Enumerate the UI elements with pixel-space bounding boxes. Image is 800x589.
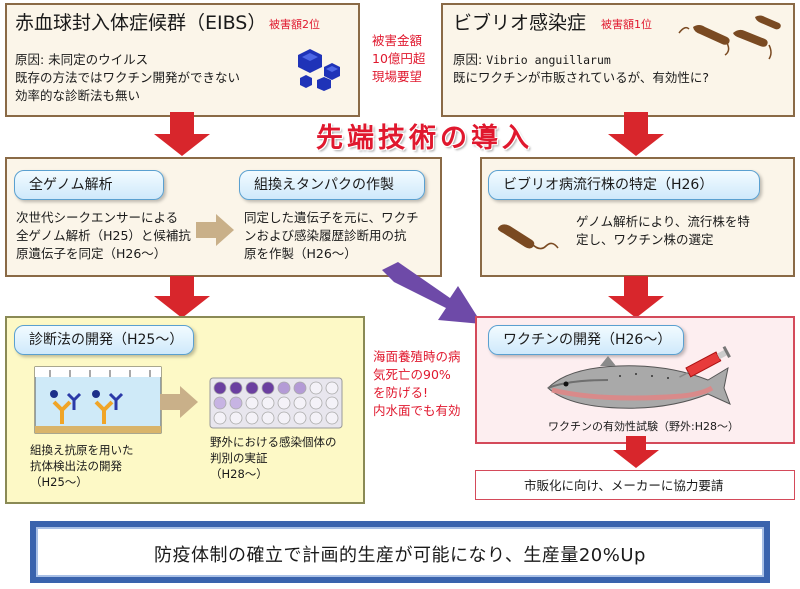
plate-well bbox=[277, 381, 291, 395]
tab-diag: 診断法の開発（H25～） bbox=[14, 325, 194, 355]
eibs-line-2: 既存の方法ではワクチン開発ができない bbox=[15, 70, 241, 85]
market-box: 市販化に向け、メーカーに協力要請 bbox=[475, 470, 795, 500]
genome-line-1: 次世代シークエンサーによる bbox=[16, 210, 179, 225]
bacteria-icon bbox=[678, 15, 781, 60]
effect-note-3: を防げる! bbox=[373, 385, 429, 400]
plate-well bbox=[229, 381, 243, 395]
genome-line-3: 原遺伝子を同定（H26～） bbox=[16, 246, 167, 261]
damage-note-2: 10億円超 bbox=[372, 51, 426, 66]
syringe-icon bbox=[679, 345, 731, 378]
plate-well bbox=[325, 396, 339, 410]
strain-line-2: 定し、ワクチン株の選定 bbox=[576, 232, 714, 247]
vibrio-cause: 原因: Vibrio anguillarum bbox=[453, 51, 611, 69]
arrow-down-left-1 bbox=[154, 112, 210, 156]
elisa-well-illustration bbox=[34, 366, 162, 434]
tech-banner: 先端技術の導入 bbox=[316, 123, 533, 154]
vibrio-line-2: 既にワクチンが市販されているが、有効性に? bbox=[453, 70, 710, 85]
plate-well bbox=[229, 396, 243, 410]
vibrio-box: ビブリオ感染症 被害額1位 原因: Vibrio anguillarum 既にワ… bbox=[441, 3, 795, 117]
plate-well bbox=[213, 411, 227, 425]
plate-well bbox=[309, 396, 323, 410]
effect-note-1: 海面養殖時の病 bbox=[373, 349, 461, 364]
vibrio-title: ビブリオ感染症 bbox=[453, 12, 587, 34]
plate-well bbox=[213, 396, 227, 410]
diag-left-line-2: 抗体検出法の開発 bbox=[30, 459, 122, 473]
plate-well bbox=[293, 396, 307, 410]
summary-text: 防疫体制の確立で計画的生産が可能になり、生産量20%Up bbox=[154, 545, 646, 566]
plate-well bbox=[277, 411, 291, 425]
arrow-right-tan-1 bbox=[196, 214, 234, 246]
diag-left-line-3: （H25～） bbox=[30, 475, 88, 489]
plate-well bbox=[261, 381, 275, 395]
vibrio-rank: 被害額1位 bbox=[601, 18, 652, 31]
diag-right-line-2: 判別の実証 bbox=[210, 451, 268, 465]
plate-well bbox=[213, 381, 227, 395]
plate-well bbox=[245, 396, 259, 410]
plate-well bbox=[245, 381, 259, 395]
eibs-title: 赤血球封入体症候群（EIBS） bbox=[15, 12, 267, 34]
effect-note-4: 内水面でも有効 bbox=[373, 403, 461, 418]
plate-well bbox=[229, 411, 243, 425]
diag-right-line-1: 野外における感染個体の bbox=[210, 435, 337, 449]
vibrio-cause-label: 原因: bbox=[453, 52, 487, 67]
vibrio-cause-name: Vibrio anguillarum bbox=[486, 53, 611, 67]
damage-note-3: 現場要望 bbox=[372, 69, 423, 84]
effect-note-2: 気死亡の90% bbox=[373, 367, 451, 382]
plate-well bbox=[309, 411, 323, 425]
recomb-line-2: ンおよび感染履歴診断用の抗 bbox=[244, 228, 407, 243]
plate-well bbox=[277, 396, 291, 410]
diag-right-line-3: （H28～） bbox=[210, 467, 268, 481]
eibs-line-1: 原因: 未同定のウイルス bbox=[15, 52, 149, 67]
eibs-rank: 被害額2位 bbox=[269, 18, 320, 31]
market-text: 市販化に向け、メーカーに協力要請 bbox=[524, 478, 724, 493]
recomb-line-3: 原を作製（H26～） bbox=[244, 246, 357, 261]
plate-well bbox=[293, 411, 307, 425]
salmon-fish-icon bbox=[547, 356, 731, 409]
genome-line-2: 全ゲノム解析（H25）と候補抗 bbox=[16, 228, 191, 243]
diag-left-line-1: 組換え抗原を用いた bbox=[30, 443, 134, 457]
arrow-down-right-1 bbox=[608, 112, 664, 156]
plate-well bbox=[245, 411, 259, 425]
tab-genome: 全ゲノム解析 bbox=[14, 170, 164, 200]
plate-well bbox=[261, 411, 275, 425]
eibs-box: 赤血球封入体症候群（EIBS） 被害額2位 原因: 未同定のウイルス 既存の方法… bbox=[5, 3, 360, 117]
summary-banner: 防疫体制の確立で計画的生産が可能になり、生産量20%Up bbox=[30, 521, 770, 583]
arrow-right-tan-2 bbox=[160, 386, 198, 418]
tab-strain: ビブリオ病流行株の特定（H26） bbox=[488, 170, 760, 200]
damage-note-1: 被害金額 bbox=[372, 33, 423, 48]
arrow-down-left-2 bbox=[154, 276, 210, 318]
vaccine-caption: ワクチンの有効性試験（野外:H28～） bbox=[548, 420, 739, 433]
arrow-diagonal-purple bbox=[382, 262, 482, 324]
elisa-plate-photo bbox=[209, 377, 343, 429]
tab-recomb: 組換えタンパクの作製 bbox=[239, 170, 425, 200]
plate-well bbox=[309, 381, 323, 395]
plate-well bbox=[325, 381, 339, 395]
recomb-line-1: 同定した遺伝子を元に、ワクチ bbox=[244, 210, 419, 225]
virus-icon bbox=[298, 49, 340, 91]
arrow-down-right-2 bbox=[608, 276, 664, 318]
plate-well bbox=[293, 381, 307, 395]
eibs-line-3: 効率的な診断法も無い bbox=[15, 88, 141, 103]
tab-vaccine: ワクチンの開発（H26～） bbox=[488, 325, 684, 355]
arrow-down-right-3 bbox=[613, 436, 659, 468]
plate-well bbox=[325, 411, 339, 425]
bacterium-icon bbox=[497, 224, 559, 250]
strain-line-1: ゲノム解析により、流行株を特 bbox=[576, 214, 750, 229]
plate-well bbox=[261, 396, 275, 410]
